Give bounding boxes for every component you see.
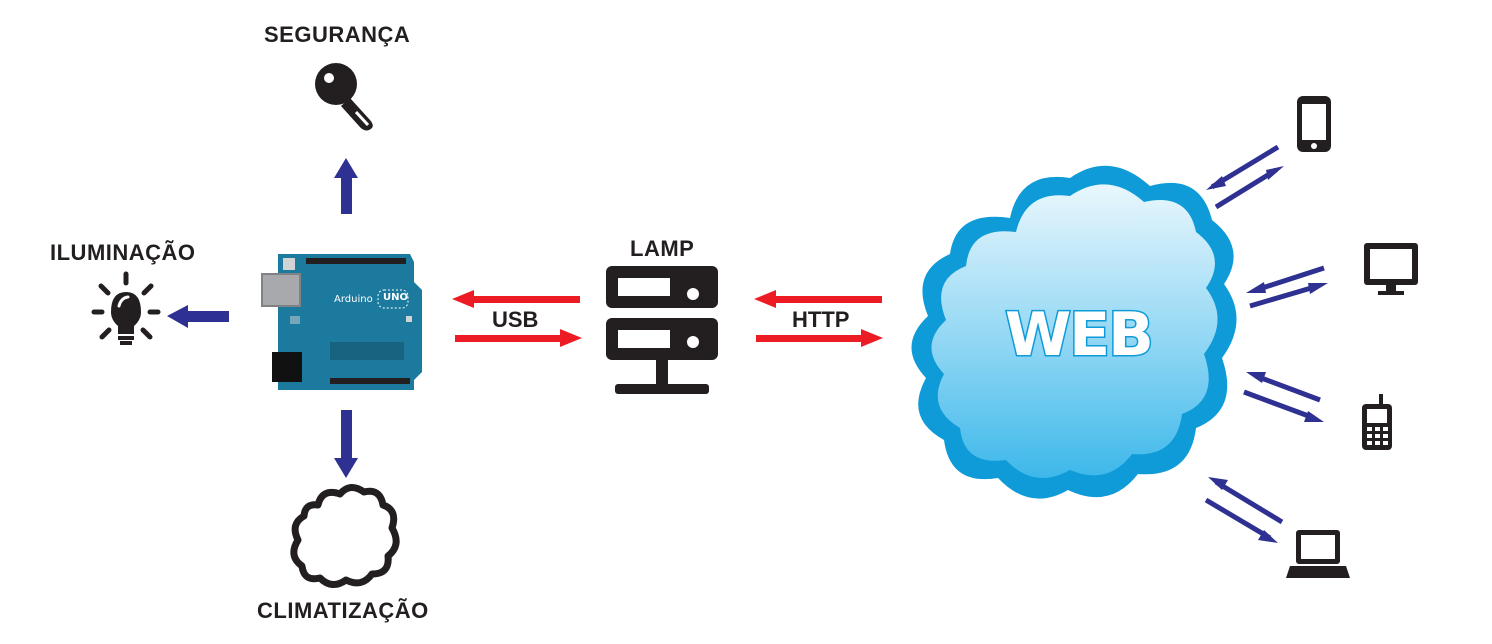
lighting-label: ILUMINAÇÃO [50,240,196,265]
board-model: UNO [383,292,408,303]
key-icon [315,63,373,131]
smartphone-icon [1297,96,1331,152]
arduino-board [261,254,422,390]
cell-phone-icon [1362,394,1392,450]
arrow-pair-monitor [1246,265,1328,309]
laptop-icon [1286,530,1350,578]
http-arrows [754,290,883,347]
board-brand: Arduino [334,294,373,305]
http-label: HTTP [792,307,850,332]
web-label: WEB [1004,299,1156,372]
monitor-icon [1364,243,1418,295]
arrow-to-security [334,158,358,214]
climate-label: CLIMATIZAÇÃO [257,598,429,623]
arrow-pair-laptop [1204,477,1284,543]
server-label: LAMP [630,236,695,261]
arrow-to-lighting [167,305,229,328]
arrow-pair-smartphone [1206,144,1284,210]
arrow-to-climate [334,410,358,478]
device-arrows [1204,144,1328,543]
light-bulb-icon [91,271,161,345]
usb-label: USB [492,307,539,332]
usb-arrows [452,290,582,347]
cloud-icon [911,165,1237,499]
arrow-pair-cellphone [1243,372,1324,422]
cloud-outline-icon [290,484,400,588]
server-icon [606,266,718,394]
security-label: SEGURANÇA [264,22,411,47]
